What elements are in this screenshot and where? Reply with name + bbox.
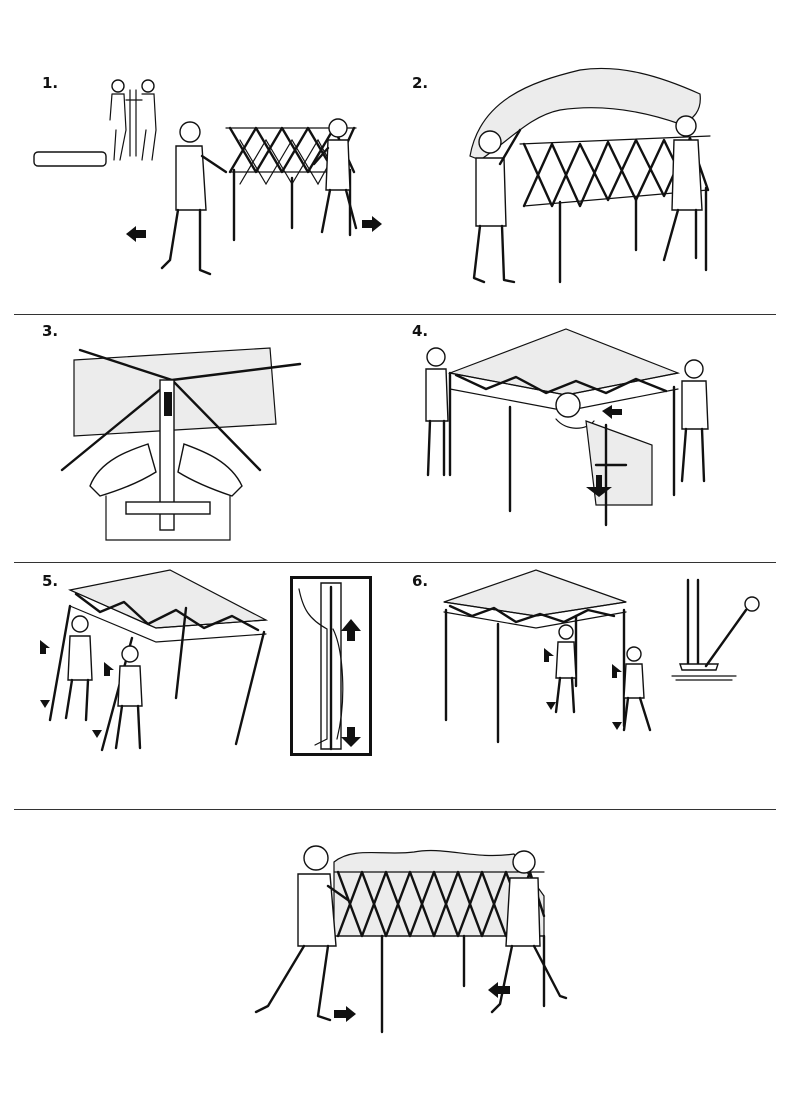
- scissor-frame: [48, 589, 267, 752]
- step-2-illustration: [440, 60, 740, 310]
- arrow-down-icon: [546, 702, 556, 710]
- step-number-1: 1.: [42, 74, 59, 92]
- stake-icon: [671, 578, 760, 681]
- arrow-right-icon: [362, 216, 382, 232]
- section-divider-1: [14, 314, 776, 315]
- step-number-3: 3.: [42, 322, 59, 340]
- arrow-up-icon: [40, 640, 50, 654]
- arrow-down-icon: [612, 722, 622, 730]
- step-7-illustration: [244, 836, 584, 1036]
- slider-detail: [555, 392, 653, 527]
- step-4-illustration: [416, 325, 726, 560]
- man-figure: [425, 347, 449, 477]
- step-1-illustration: [30, 60, 390, 310]
- step-5-illustration: [36, 568, 276, 758]
- arrow-up-icon: [544, 648, 554, 662]
- people-small-figure: [109, 79, 157, 161]
- step-6-illustration: [436, 566, 766, 756]
- arrow-left-icon: [126, 226, 146, 242]
- step-number-2: 2.: [412, 74, 429, 92]
- man-figure: [472, 128, 522, 284]
- arrow-down-icon: [40, 700, 50, 708]
- woman-figure: [622, 646, 652, 732]
- arrow-left-icon: [488, 982, 510, 998]
- man-figure: [64, 615, 93, 722]
- canopy-fabric: [469, 67, 701, 161]
- woman-figure: [114, 645, 143, 750]
- arrow-up-icon: [341, 619, 361, 641]
- step-number-5: 5.: [42, 572, 59, 590]
- step-5-leg-detail-inset: [290, 576, 372, 756]
- arrow-down-icon: [92, 730, 102, 738]
- scissor-frame: [443, 601, 627, 744]
- section-divider-3: [14, 809, 776, 810]
- step-3-illustration: [60, 340, 360, 560]
- woman-figure: [490, 850, 568, 1014]
- section-divider-2: [14, 562, 776, 563]
- arrow-down-icon: [586, 475, 612, 497]
- woman-figure: [662, 115, 703, 262]
- man-figure: [160, 121, 228, 276]
- man-figure: [254, 845, 350, 1022]
- arrow-up-icon: [104, 662, 114, 676]
- man-figure: [554, 624, 577, 714]
- step-number-4: 4.: [412, 322, 429, 340]
- woman-figure: [312, 118, 358, 234]
- arrow-left-icon: [602, 405, 622, 419]
- scissor-frame: [333, 870, 546, 1034]
- step-number-6: 6.: [412, 572, 429, 590]
- hands-figure: [89, 443, 243, 541]
- frame-corner: [60, 348, 302, 531]
- scissor-frame: [448, 371, 679, 513]
- arrow-right-icon: [334, 1006, 356, 1022]
- arrow-up-icon: [612, 664, 622, 678]
- arrow-down-icon: [341, 727, 361, 747]
- woman-figure: [680, 359, 709, 483]
